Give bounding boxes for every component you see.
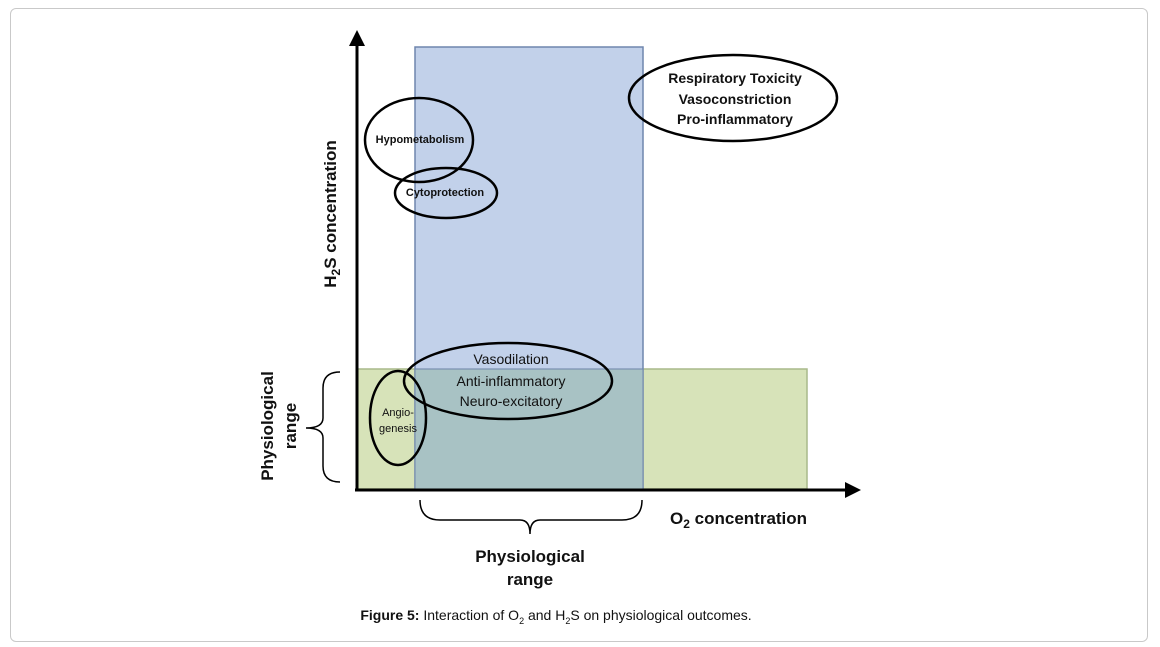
caption-sub-a: 2 xyxy=(519,615,525,626)
physiological-effects-ellipse xyxy=(402,341,614,421)
caption-text-a: Interaction of O xyxy=(423,607,520,623)
angiogenesis-ellipse xyxy=(368,369,428,467)
o2-range-label-line-1: Physiological xyxy=(475,547,585,566)
caption-text-b: and H xyxy=(524,607,566,623)
caption-sub-b: 2 xyxy=(565,615,571,626)
x-axis-arrowhead xyxy=(845,482,861,498)
h2s-range-label-line-1: Physiological xyxy=(258,371,277,481)
toxicity-label-3: Pro-inflammatory xyxy=(677,111,793,127)
o2-range-brace xyxy=(419,499,643,535)
caption-text-c: S on physiological outcomes. xyxy=(570,607,752,623)
hypometabolism-label: Hypometabolism xyxy=(376,134,465,146)
o2-range-label-line-2: range xyxy=(507,570,553,589)
caption-label: Figure 5: xyxy=(360,607,420,623)
figure-frame xyxy=(10,8,1148,642)
physiological-effect-1: Vasodilation xyxy=(473,351,548,367)
h2s-range-brace xyxy=(305,371,341,483)
toxicity-label-2: Vasoconstriction xyxy=(679,91,792,107)
y-axis-label: H2S concentration xyxy=(321,140,343,287)
angiogenesis-label-1: Angio- xyxy=(382,407,414,419)
hypometabolism-ellipse xyxy=(363,96,475,184)
angiogenesis-label-2: genesis xyxy=(379,423,417,435)
x-axis-label: O2 concentration xyxy=(670,509,807,531)
physiological-effect-2: Anti-inflammatory xyxy=(457,373,566,389)
h2s-range-label-line-2: range xyxy=(281,403,300,449)
cytoprotection-ellipse xyxy=(393,166,499,220)
toxicity-ellipse xyxy=(627,53,839,143)
toxicity-label-1: Respiratory Toxicity xyxy=(668,70,802,86)
figure-caption: Figure 5: Interaction of O2 and H2S on p… xyxy=(0,607,1112,626)
overlap-region xyxy=(414,368,644,490)
cytoprotection-label: Cytoprotection xyxy=(406,187,485,199)
physiological-effect-3: Neuro-excitatory xyxy=(460,393,563,409)
y-axis-arrowhead xyxy=(349,30,365,46)
